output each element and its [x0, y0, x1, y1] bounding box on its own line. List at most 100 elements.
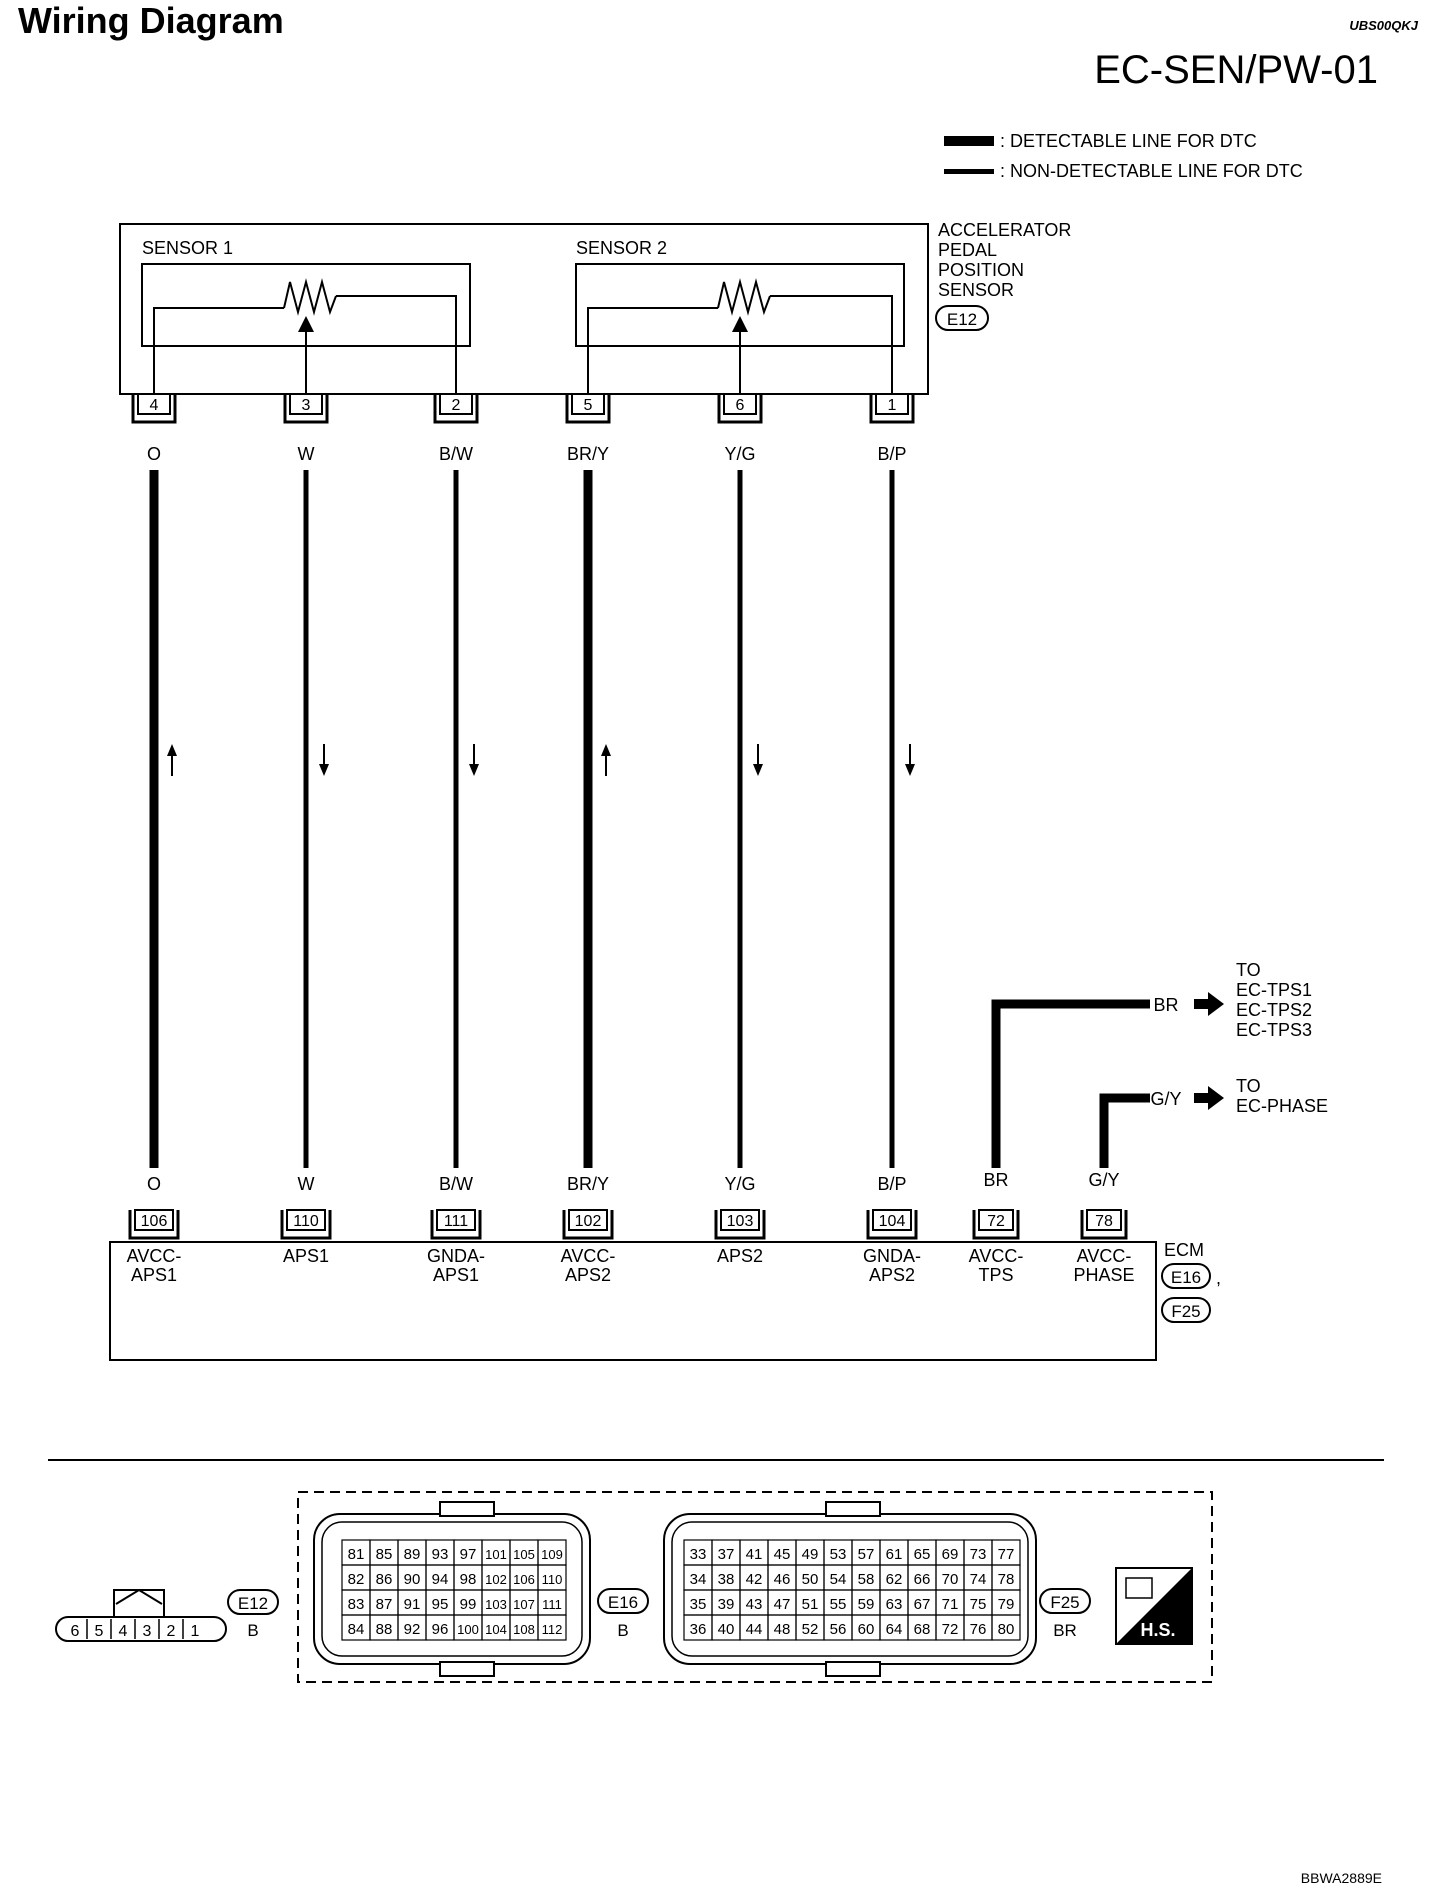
sensor-pin-5-label: 5: [584, 397, 593, 414]
figure-code: BBWA2889E: [1300, 1870, 1382, 1886]
ecm-connector-separator: ,: [1216, 1268, 1221, 1288]
e16-pin: 100: [457, 1622, 479, 1637]
sensor-name-line-4: SENSOR: [938, 280, 1014, 300]
e16-pin: 102: [485, 1572, 507, 1587]
f25-pin: 35: [690, 1596, 707, 1613]
legend: : DETECTABLE LINE FOR DTC : NON-DETECTAB…: [944, 131, 1303, 181]
e12-pin: 4: [119, 1623, 128, 1640]
ecm-terminal-label: AVCC-: [127, 1246, 182, 1266]
sensor-pin-5: 5: [565, 393, 611, 424]
diagram-id: EC-SEN/PW-01: [1094, 48, 1378, 92]
e12-lock-tab-shape: [115, 1588, 163, 1605]
ecm-terminal-label: GNDA-: [427, 1246, 485, 1266]
e16-pin: 104: [485, 1622, 507, 1637]
e16-pin: 112: [542, 1622, 563, 1637]
ecm-terminal-label: APS1: [131, 1265, 177, 1285]
f25-pin: 45: [774, 1546, 791, 1563]
wire-color-bottom: BR: [983, 1170, 1008, 1190]
sensor-connector-badge: [935, 305, 989, 331]
e16-pin: 88: [376, 1621, 393, 1638]
e12-color: B: [247, 1621, 258, 1640]
sensor-name-line-3: POSITION: [938, 260, 1024, 280]
wire-color-bottom: O: [147, 1174, 161, 1194]
f25-pin: 69: [942, 1546, 959, 1563]
ecm-pin-111-label: 111: [444, 1213, 468, 1230]
f25-body: [663, 1513, 1037, 1665]
e16-pin: 92: [404, 1621, 421, 1638]
f25-pin: 34: [690, 1571, 707, 1588]
ecm-pin-72: 72: [972, 1209, 1020, 1240]
f25-pin: 49: [802, 1546, 819, 1563]
f25-pin: 55: [830, 1596, 847, 1613]
ecm-pin-104: 104: [866, 1209, 918, 1240]
f25-pin: 65: [914, 1546, 931, 1563]
sensor1-label: SENSOR 1: [142, 238, 233, 258]
f25-pin: 43: [746, 1596, 763, 1613]
ecm-pin-106: 106: [128, 1209, 180, 1240]
e16-pin: 106: [513, 1572, 535, 1587]
sensor-pin-1-label: 1: [888, 397, 897, 414]
connector-icon: [1125, 1577, 1153, 1599]
sensor-connector-id: E12: [947, 310, 977, 329]
ecm-pin-103-label: 103: [727, 1213, 754, 1230]
ecm-pin-110-label: 110: [293, 1213, 319, 1230]
wire-color-bottom: G/Y: [1088, 1170, 1119, 1190]
ecm-pin-111: 111: [430, 1209, 482, 1240]
ecm-terminal-label: APS2: [869, 1265, 915, 1285]
e16-inner-body: [321, 1521, 583, 1657]
ecm-pin-102-label: 102: [575, 1213, 602, 1230]
wire-color-top: B/P: [877, 444, 906, 464]
ecm-terminal-label: APS1: [433, 1265, 479, 1285]
sensor-housing: [119, 223, 929, 395]
ecm-terminal-label: AVCC-: [1077, 1246, 1132, 1266]
f25-bottom-key: [825, 1661, 881, 1677]
e16-pin: 99: [460, 1596, 477, 1613]
e16-pin: 86: [376, 1571, 393, 1588]
ecm-pin-102: 102: [562, 1209, 614, 1240]
sensor-pin-4-label: 4: [150, 397, 159, 414]
destination-line: EC-PHASE: [1236, 1096, 1328, 1116]
f25-pin: 64: [886, 1621, 903, 1638]
e16-pin: 103: [485, 1597, 507, 1612]
sensor-pin-6: 6: [717, 393, 763, 424]
sensor-pin-3-label: 3: [302, 397, 311, 414]
ecm-extra-circuits: BRTOEC-TPS1EC-TPS2EC-TPS3BR72AVCC-TPSG/Y…: [969, 960, 1328, 1285]
ecm-pin-78: 78: [1080, 1209, 1128, 1240]
sensor-pin-2-label: 2: [452, 397, 461, 414]
f25-pin: 56: [830, 1621, 847, 1638]
arrow-up-icon: [167, 744, 177, 756]
wire-color-bottom: W: [298, 1174, 315, 1194]
arrow-up-icon: [601, 744, 611, 756]
arrow-down-icon: [753, 764, 763, 776]
ecm-terminal-label: AVCC-: [561, 1246, 616, 1266]
f25-pin: 61: [886, 1546, 903, 1563]
wire-color-top: W: [298, 444, 315, 464]
e16-pin: 109: [541, 1547, 563, 1562]
f25-color: BR: [1053, 1621, 1077, 1640]
ecm-terminal-label: GNDA-: [863, 1246, 921, 1266]
ecm-terminal-label: APS2: [717, 1246, 763, 1266]
hs-badge-triangle: [1116, 1568, 1192, 1644]
e16-pin: 84: [348, 1621, 365, 1638]
e12-pin: 5: [95, 1623, 104, 1640]
wire-color-top: O: [147, 444, 161, 464]
arrow-right-icon: [1194, 992, 1224, 1016]
ecm: ECM E16 , F25: [109, 1240, 1221, 1361]
f25-pin: 46: [774, 1571, 791, 1588]
f25-pin: 66: [914, 1571, 931, 1588]
f25-pin: 79: [998, 1596, 1015, 1613]
e16-pin: 89: [404, 1546, 421, 1563]
destination-line: EC-TPS3: [1236, 1020, 1312, 1040]
e16-pin: 108: [513, 1622, 535, 1637]
f25-pin: 51: [802, 1596, 819, 1613]
e16-pin: 107: [513, 1597, 535, 1612]
